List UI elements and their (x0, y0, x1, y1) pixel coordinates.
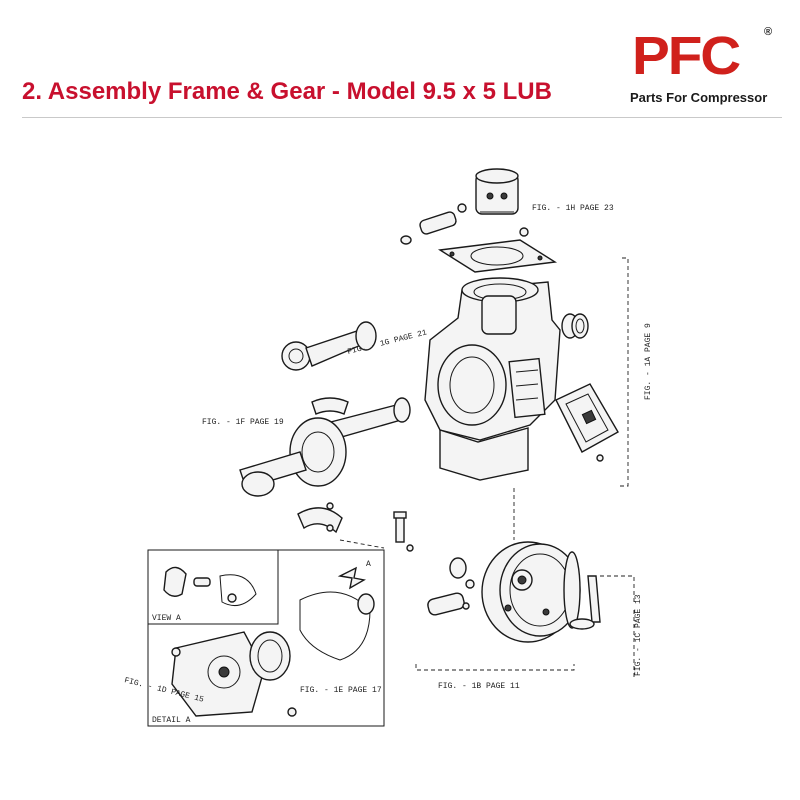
label-fig-1e: FIG. - 1E PAGE 17 (300, 686, 382, 695)
label-fig-1c: FIG. - 1C PAGE 13 (634, 594, 643, 676)
oil-pump-shaft-part (427, 557, 475, 616)
label-fig-1b: FIG. - 1B PAGE 11 (438, 682, 520, 691)
piston-pin-part (400, 203, 529, 245)
registered-mark: ® (764, 26, 773, 38)
logo-tagline: Parts For Compressor (630, 90, 768, 105)
piston-rings-part (561, 313, 589, 339)
label-fig-1a: FIG. - 1A PAGE 9 (644, 323, 653, 400)
alignment-line (600, 575, 635, 602)
alignment-line (339, 539, 385, 549)
gasket-plate-part (437, 239, 558, 273)
side-cover-part (555, 383, 619, 462)
gear-cover-part (481, 541, 581, 643)
label-arrow-a: A (366, 560, 371, 569)
label-detail-a: DETAIL A (152, 716, 191, 725)
crankshaft-part (239, 397, 411, 497)
page-title: 2. Assembly Frame & Gear - Model 9.5 x 5… (22, 78, 552, 105)
logo-mark: PFC (632, 26, 741, 86)
fig-1a-bracket (620, 257, 629, 487)
label-fig-1h: FIG. - 1H PAGE 23 (532, 204, 614, 213)
fig-1b-bracket (415, 664, 575, 671)
connecting-rod-part (281, 321, 377, 371)
header-divider (22, 117, 782, 118)
drain-handle-part (569, 575, 601, 630)
pfc-logo: PFC ® Parts For Compressor (626, 26, 786, 112)
frame-bolt-part (393, 511, 414, 552)
label-fig-1f: FIG. - 1F PAGE 19 (202, 418, 284, 427)
frame-housing-part (424, 277, 561, 481)
cylinder-head-part (475, 168, 519, 215)
label-view-a: VIEW A (152, 614, 181, 623)
bearing-cap-part (297, 502, 343, 534)
page-header: 2. Assembly Frame & Gear - Model 9.5 x 5… (0, 0, 800, 118)
detail-a-box (147, 549, 385, 727)
